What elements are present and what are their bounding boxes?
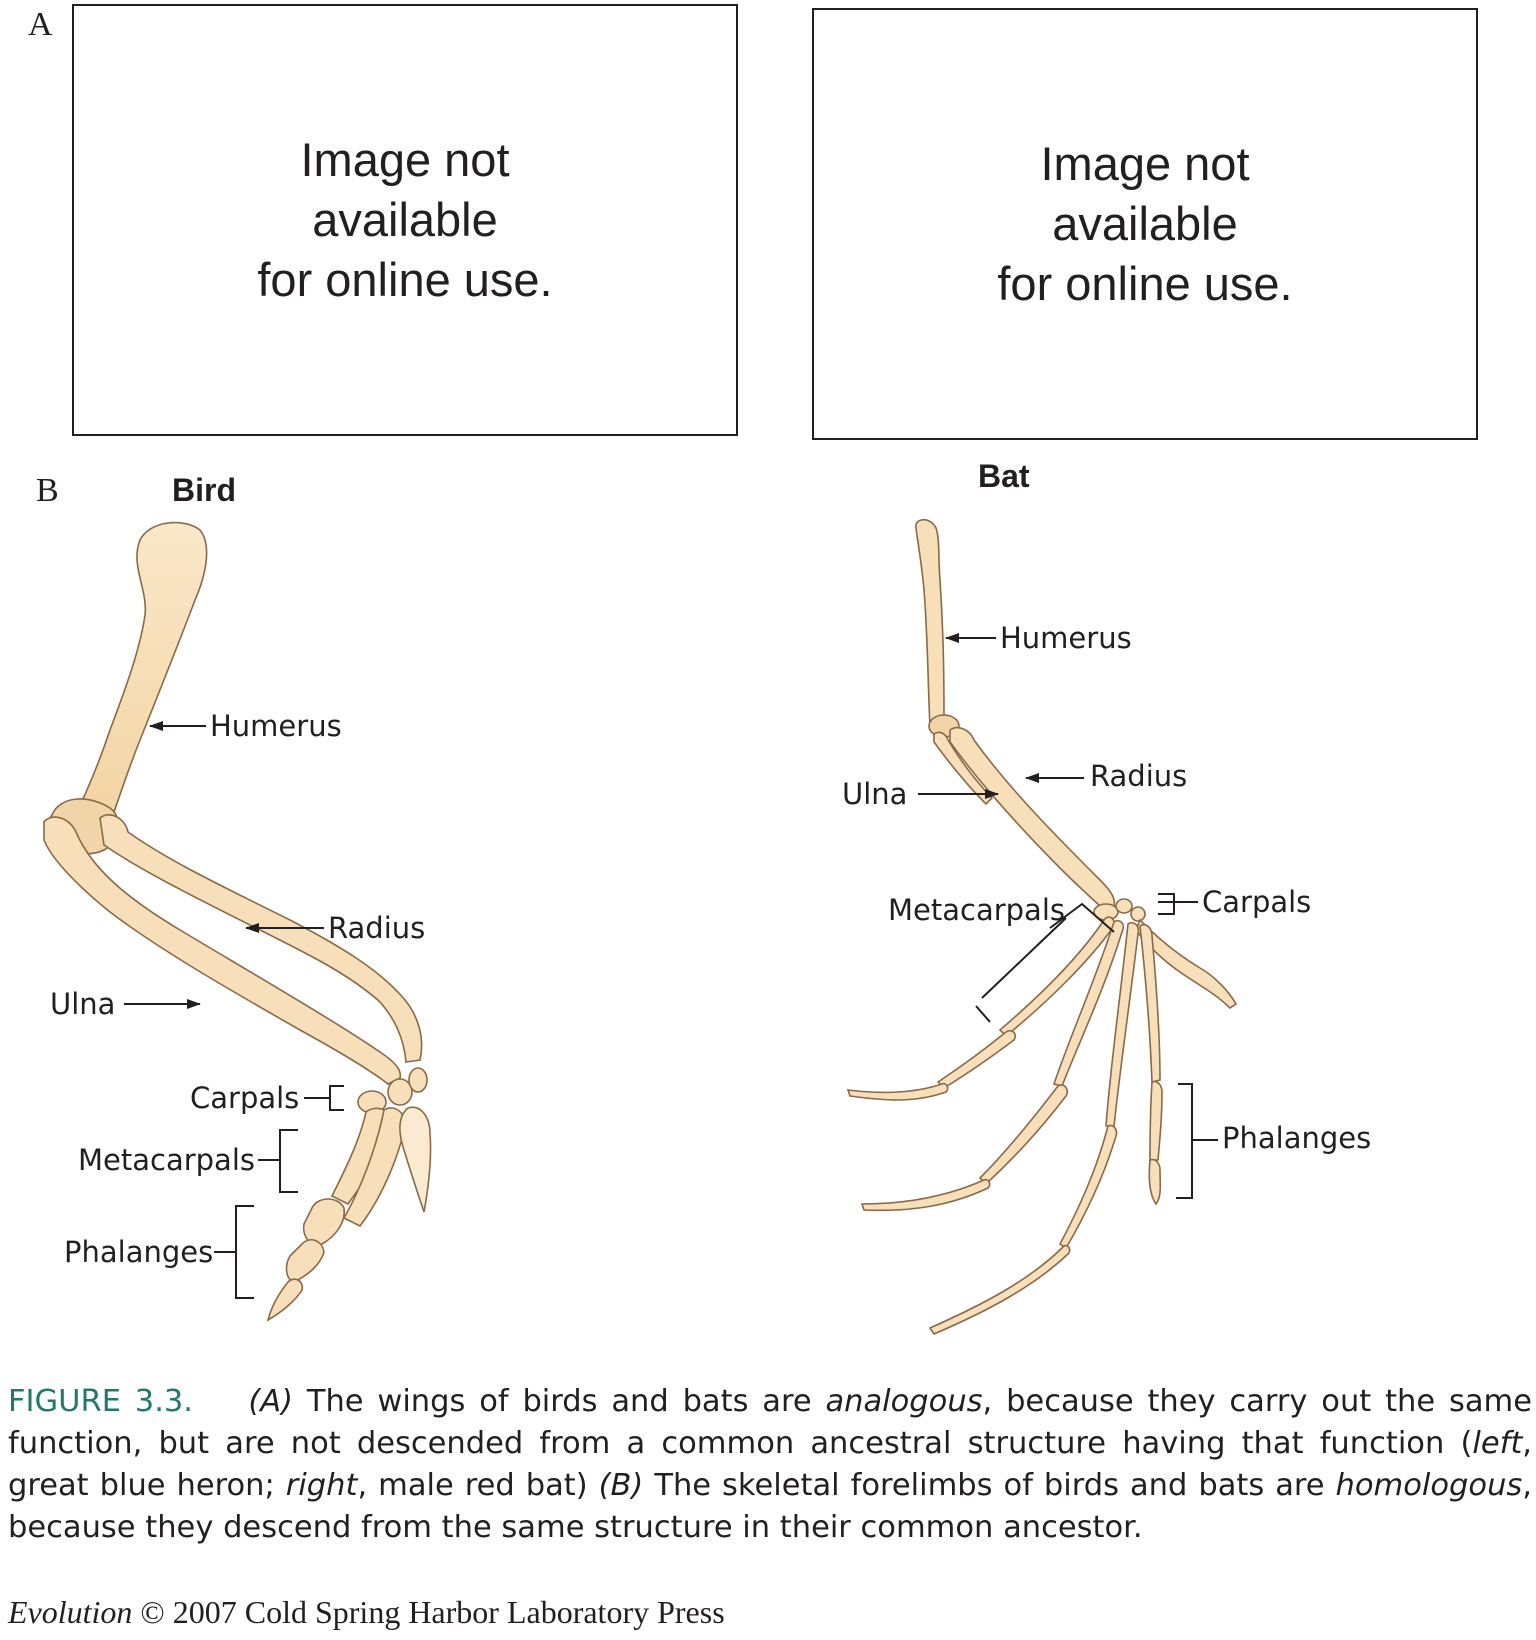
caption-text: , because they carry out the same functi… xyxy=(8,1384,1533,1461)
caption-text: The skeletal forelimbs of birds and bats… xyxy=(643,1468,1336,1503)
figure-label: FIGURE 3.3. xyxy=(8,1384,193,1419)
bat-humerus-bone xyxy=(915,518,945,728)
bat-digit-bone xyxy=(998,916,1116,1038)
caption-text: The wings of birds and bats are xyxy=(293,1384,826,1419)
bat-skeleton xyxy=(846,518,1238,1335)
bird-metacarpals-label: Metacarpals xyxy=(78,1143,255,1177)
panel-b-letter: B xyxy=(36,472,59,509)
right-image-placeholder: Image not available for online use. xyxy=(812,8,1478,440)
placeholder-line: for online use. xyxy=(997,257,1293,310)
bat-title: Bat xyxy=(978,458,1030,494)
bird-metacarpal-bone xyxy=(342,1107,406,1228)
bat-digit-bone xyxy=(846,1082,949,1101)
bat-digit-bone xyxy=(860,1178,991,1212)
caption-text: , male red bat) xyxy=(357,1468,599,1503)
caption-text: , great blue heron; xyxy=(8,1426,1532,1503)
bird-carpals-label: Carpals xyxy=(190,1081,300,1115)
bat-humerus-label: Humerus xyxy=(1000,621,1132,655)
bird-humerus-bone xyxy=(70,521,208,831)
bird-humerus-label: Humerus xyxy=(210,709,342,743)
bat-digit-bone xyxy=(978,1084,1069,1186)
caption-text: , because they descend from the same str… xyxy=(8,1468,1532,1545)
bird-digit-bone xyxy=(399,1106,432,1213)
bird-leader-lines xyxy=(124,721,344,1299)
bird-phalanx-bone xyxy=(266,1278,304,1322)
caption-right-word: right xyxy=(285,1468,358,1503)
bat-digit-bone xyxy=(1139,923,1161,1084)
panel-a-letter: A xyxy=(28,6,53,43)
bat-digit-bone xyxy=(1058,1124,1118,1250)
bat-digit-bone xyxy=(1052,919,1125,1087)
bird-ulna-bone xyxy=(43,816,402,1085)
bat-digit-bone xyxy=(1105,921,1140,1127)
caption-term-homologous: homologous xyxy=(1335,1468,1523,1503)
bat-thumb-bone xyxy=(1135,918,1238,1010)
bat-carpals-label: Carpals xyxy=(1202,885,1312,919)
bat-ulna-label: Ulna xyxy=(842,777,908,811)
bat-phalanges-bracket xyxy=(1176,1083,1218,1199)
bat-phalanges-label: Phalanges xyxy=(1222,1121,1372,1155)
bat-digit-bone xyxy=(936,1029,1017,1090)
book-title: Evolution xyxy=(8,1594,133,1630)
bat-metacarpals-label: Metacarpals xyxy=(888,893,1065,927)
bird-skeleton xyxy=(43,521,432,1322)
part-a-marker: (A) xyxy=(248,1384,293,1419)
part-b-marker: (B) xyxy=(598,1468,644,1503)
bat-metacarpals-bracket xyxy=(975,902,1115,1023)
bat-ulna-bone xyxy=(933,731,994,806)
placeholder-line: Image not xyxy=(1040,137,1250,190)
bird-carpals-bracket xyxy=(304,1085,344,1111)
bird-phalanges-label: Phalanges xyxy=(64,1235,214,1269)
copyright-text: © 2007 Cold Spring Harbor Laboratory Pre… xyxy=(132,1594,725,1630)
bird-carpal-bone xyxy=(408,1067,428,1093)
placeholder-line: available xyxy=(312,193,498,246)
bat-digit-bone xyxy=(1149,1080,1163,1161)
copyright-footer: Evolution © 2007 Cold Spring Harbor Labo… xyxy=(8,1594,725,1631)
placeholder-line: available xyxy=(1052,197,1238,250)
bird-phalanx-bone xyxy=(285,1239,325,1283)
caption-term-analogous: analogous xyxy=(825,1384,983,1419)
bat-digit-bone xyxy=(928,1244,1071,1335)
bat-carpal-bone xyxy=(1130,906,1146,922)
placeholder-line: for online use. xyxy=(257,253,553,306)
bird-radius-label: Radius xyxy=(328,911,426,945)
placeholder-line: Image not xyxy=(300,133,510,186)
left-image-placeholder: Image not available for online use. xyxy=(72,4,738,436)
bat-carpals-bracket xyxy=(1158,893,1198,915)
bat-leader-lines xyxy=(918,633,1218,1199)
bat-radius-label: Radius xyxy=(1090,759,1188,793)
bat-radius-bone xyxy=(949,726,1116,911)
figure-caption: FIGURE 3.3. (A) The wings of birds and b… xyxy=(8,1381,1532,1549)
caption-left-word: left xyxy=(1472,1426,1523,1461)
bat-carpal-bone xyxy=(1115,898,1133,914)
bird-ulna-label: Ulna xyxy=(50,987,116,1021)
bird-phalanges-bracket xyxy=(214,1205,254,1299)
bird-phalanx-bone xyxy=(302,1198,346,1246)
bird-title: Bird xyxy=(172,472,236,508)
bird-carpal-bone xyxy=(387,1078,413,1106)
bat-digit-bone xyxy=(1148,1158,1162,1206)
forelimb-skeleton-diagram xyxy=(43,518,1238,1335)
bird-metacarpals-bracket xyxy=(258,1129,298,1193)
